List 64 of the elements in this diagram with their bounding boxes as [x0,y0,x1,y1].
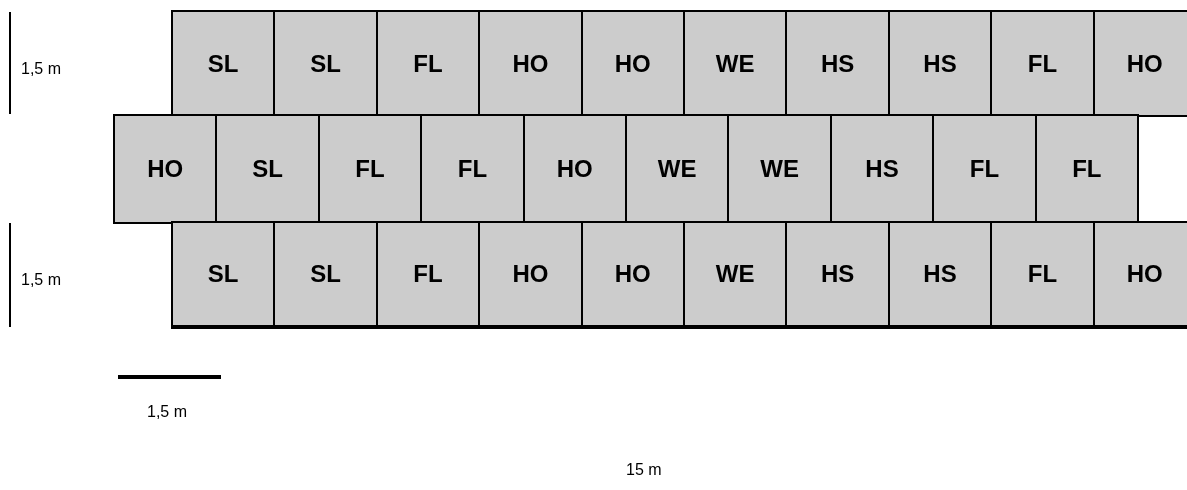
paving-tile [113,114,218,224]
paving-tile [317,114,423,224]
paving-tile [887,221,993,329]
tile-code: FL [1072,157,1102,181]
dimension-label: 1,5 m [21,61,61,77]
paving-tile [273,10,378,117]
paving-tile [683,221,788,329]
tile-code: HS [820,51,855,76]
tile-code: HO [614,51,651,76]
tile-code: HO [1126,51,1163,76]
tile-code: HS [923,262,957,286]
paving-tile [580,10,685,117]
tile-code: FL [1027,262,1058,286]
paving-tile [522,114,627,224]
paving-tile [785,221,890,329]
paving-tile [887,10,993,117]
tile-code: WE [715,262,755,286]
paving-tile [375,221,481,329]
paving-tile [829,114,935,224]
tile-code: WE [760,157,799,181]
paving-tile [478,221,583,329]
tile-code: FL [457,157,488,181]
dimension-label: 1,5 m [21,272,61,288]
paving-tile [1092,221,1187,329]
paving-tile [171,10,276,117]
paving-tile [932,114,1037,224]
tile-code: HO [614,262,651,286]
tile-code: HS [820,262,855,286]
tile-code: HO [556,157,593,181]
paving-tile [990,10,1095,117]
paving-tile [727,114,832,224]
paving-tile [420,114,525,224]
tile-code: SL [207,51,239,76]
tile-code: FL [413,51,443,76]
paving-tile [683,10,788,117]
tile-code: WE [657,157,697,181]
paving-tile [1034,114,1139,224]
paving-tile [171,221,276,329]
paving-tile [580,221,685,329]
tile-code: HS [865,157,899,181]
tile-code: FL [355,157,385,181]
tile-code: HS [923,51,957,76]
tile-code: SL [310,51,341,76]
tile-code: HO [512,262,549,286]
tile-code: HO [147,157,184,181]
tile-code: SL [207,262,239,286]
tile-code: HO [512,51,549,76]
paving-tile [478,10,583,117]
paving-tile [1092,10,1187,117]
paving-tile [375,10,481,117]
dimension-label: 15 m [626,462,662,478]
paving-tile [990,221,1095,329]
tile-code: FL [969,157,1000,181]
tile-code: SL [252,157,283,181]
tile-code: WE [715,51,755,76]
paving-tile [215,114,320,224]
tile-code: HO [1126,262,1163,286]
paving-tile [625,114,730,224]
tile-code: FL [1027,51,1058,76]
tile-code: SL [310,262,341,286]
tile-code: FL [413,262,443,286]
paving-tile [273,221,378,329]
paving-tile [785,10,890,117]
dimension-label: 1,5 m [147,404,187,420]
